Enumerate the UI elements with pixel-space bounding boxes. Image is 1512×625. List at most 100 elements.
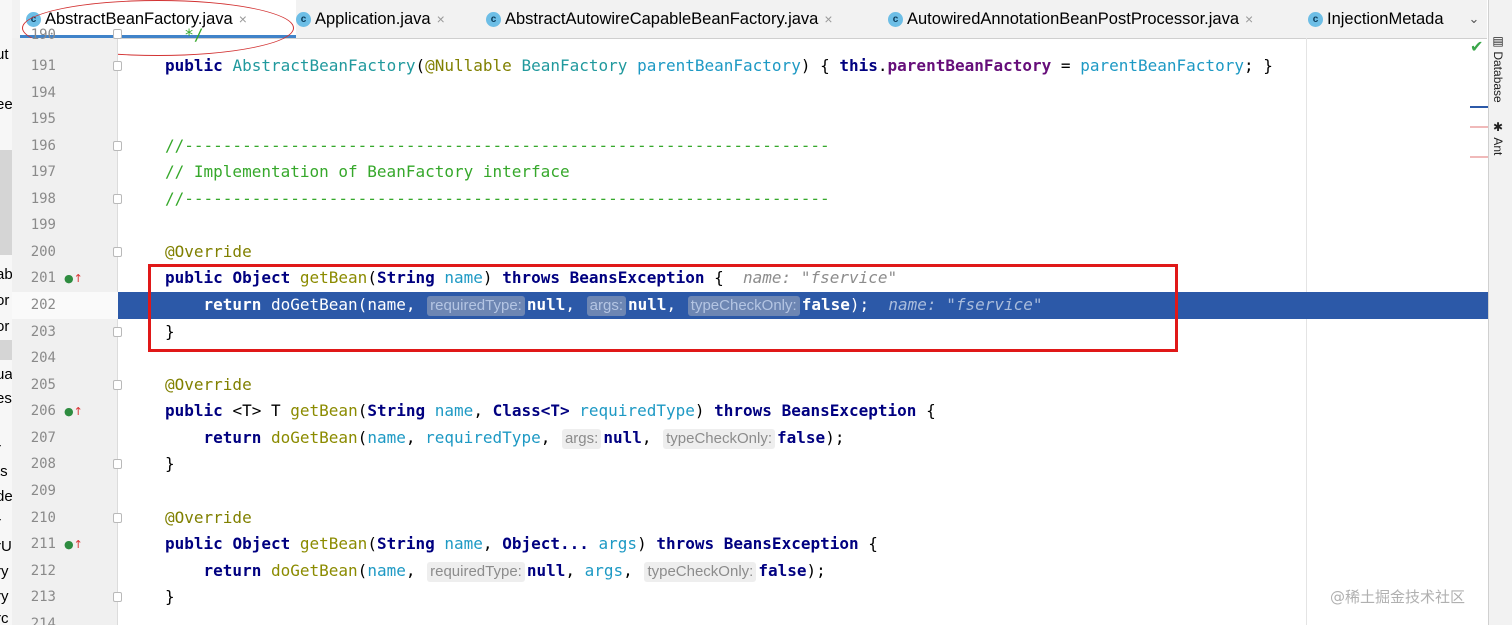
fold-icon[interactable] [113, 592, 122, 602]
ant-tool-button[interactable]: ✱ Ant [1491, 120, 1505, 156]
tree-fragment[interactable]: es [0, 390, 12, 407]
line-number: 208 [30, 456, 56, 472]
line-number: 198 [30, 191, 56, 207]
java-class-icon: c [1308, 11, 1323, 27]
fold-icon[interactable] [113, 327, 122, 337]
line-number: 203 [30, 324, 56, 340]
code-line: 210 @Override [12, 505, 1488, 532]
line-number: 205 [30, 377, 56, 393]
highlight-annotation-box [148, 264, 1178, 352]
code-line: 208 } [12, 451, 1488, 478]
code-annotation: @Override [165, 242, 252, 261]
code-text: return doGetBean(name, requiredType:null… [203, 295, 1043, 316]
scrollbar-markers[interactable] [1470, 100, 1488, 170]
tree-fragment[interactable]: rU [0, 538, 12, 555]
line-number: 202 [30, 297, 56, 313]
scroll-marker [1470, 156, 1488, 158]
code-line: 204 [12, 345, 1488, 372]
tree-fragment[interactable]: ab [0, 266, 12, 283]
tree-fragment[interactable]: r [0, 440, 1, 457]
override-icon[interactable]: ●↑ [64, 405, 83, 418]
tree-selection-band [0, 340, 12, 360]
code-text: } [165, 322, 175, 341]
tree-fragment[interactable]: ry [0, 588, 9, 605]
fold-icon[interactable] [113, 29, 122, 39]
code-line: 212 return doGetBean(name, requiredType:… [12, 558, 1488, 585]
tab-label: Application.java [315, 9, 431, 28]
tree-fragment[interactable]: ee [0, 96, 12, 113]
line-number: 199 [30, 217, 56, 233]
code-text: public AbstractBeanFactory(@Nullable Bea… [165, 56, 1273, 75]
code-line: 213 } [12, 584, 1488, 611]
code-line: 200 @Override [12, 239, 1488, 266]
line-number: 209 [30, 483, 56, 499]
scroll-marker [1470, 126, 1488, 128]
scroll-marker [1470, 106, 1488, 108]
override-icon[interactable]: ●↑ [64, 538, 83, 551]
fold-icon[interactable] [113, 141, 122, 151]
code-line: 195 [12, 106, 1488, 133]
tree-fragment[interactable]: or [0, 292, 10, 309]
tree-fragment[interactable]: ut [0, 46, 9, 63]
tab-abstract-autowire-capable-bean-factory[interactable]: c AbstractAutowireCapableBeanFactory.jav… [480, 0, 888, 38]
code-text: public Object getBean(String name, Objec… [165, 534, 878, 553]
code-annotation: @Override [165, 375, 252, 394]
code-text: } [165, 587, 175, 606]
close-icon[interactable]: × [1245, 11, 1254, 27]
code-annotation: @Override [165, 508, 252, 527]
fold-icon[interactable] [113, 513, 122, 523]
code-line: 199 [12, 212, 1488, 239]
line-number: 190 [30, 28, 56, 43]
fold-icon[interactable] [113, 459, 122, 469]
watermark: @稀土掘金技术社区 [1330, 588, 1466, 606]
right-margin-guide [1306, 38, 1307, 625]
database-tool-button[interactable]: ▤ Database [1491, 34, 1505, 103]
code-line: 203 } [12, 319, 1488, 346]
code-text: */ [184, 28, 204, 44]
line-number: 194 [30, 85, 56, 101]
tree-fragment[interactable]: rc [0, 610, 9, 625]
fold-icon[interactable] [113, 247, 122, 257]
line-number: 212 [30, 563, 56, 579]
line-number: 195 [30, 111, 56, 127]
close-icon[interactable]: × [824, 11, 833, 27]
code-line: 209 [12, 478, 1488, 505]
tree-fragment[interactable]: or [0, 318, 10, 335]
tab-application[interactable]: c Application.java × [290, 0, 486, 38]
tab-annotation-ellipse [22, 0, 294, 56]
line-number: 213 [30, 589, 56, 605]
code-text: public Object getBean(String name) throw… [165, 268, 898, 287]
code-comment: //--------------------------------------… [165, 136, 830, 155]
tab-label: InjectionMetada [1327, 9, 1444, 28]
code-line: 201 ●↑ public Object getBean(String name… [12, 265, 1488, 292]
tree-fragment[interactable]: ts [0, 463, 8, 480]
close-icon[interactable]: × [436, 11, 445, 27]
tabs-overflow-icon[interactable]: ⌄ [1468, 11, 1480, 26]
code-comment: //--------------------------------------… [165, 189, 830, 208]
code-text: return doGetBean(name, requiredType:null… [203, 561, 826, 582]
fold-icon[interactable] [113, 194, 122, 204]
code-line-selected: 202 return doGetBean(name, requiredType:… [12, 292, 1488, 319]
override-icon[interactable]: ●↑ [64, 272, 83, 285]
tree-fragment[interactable]: ua [0, 366, 12, 383]
line-number: 207 [30, 430, 56, 446]
line-number: 214 [30, 616, 56, 625]
code-text: public <T> T getBean(String name, Class<… [165, 401, 936, 420]
fold-icon[interactable] [113, 61, 122, 71]
tree-fragment[interactable]: r [0, 514, 1, 531]
tree-fragment[interactable]: de [0, 488, 12, 505]
line-number: 206 [30, 403, 56, 419]
fold-icon[interactable] [113, 380, 122, 390]
tab-autowired-annotation-bean-post-processor[interactable]: c AutowiredAnnotationBeanPostProcessor.j… [882, 0, 1308, 38]
param-hint: typeCheckOnly: [663, 429, 776, 449]
debug-inline-value: name: "fservice" [888, 295, 1043, 314]
tab-injection-metadata[interactable]: c InjectionMetada [1302, 0, 1468, 38]
tree-fragment[interactable]: ry [0, 563, 9, 580]
database-icon: ▤ [1491, 34, 1505, 52]
line-number: 210 [30, 510, 56, 526]
tree-selection-band [0, 150, 12, 255]
check-icon: ✔ [1470, 37, 1484, 56]
code-line: 197 // Implementation of BeanFactory int… [12, 159, 1488, 186]
tab-label: AutowiredAnnotationBeanPostProcessor.jav… [907, 9, 1240, 28]
code-line: 214 [12, 611, 1488, 625]
